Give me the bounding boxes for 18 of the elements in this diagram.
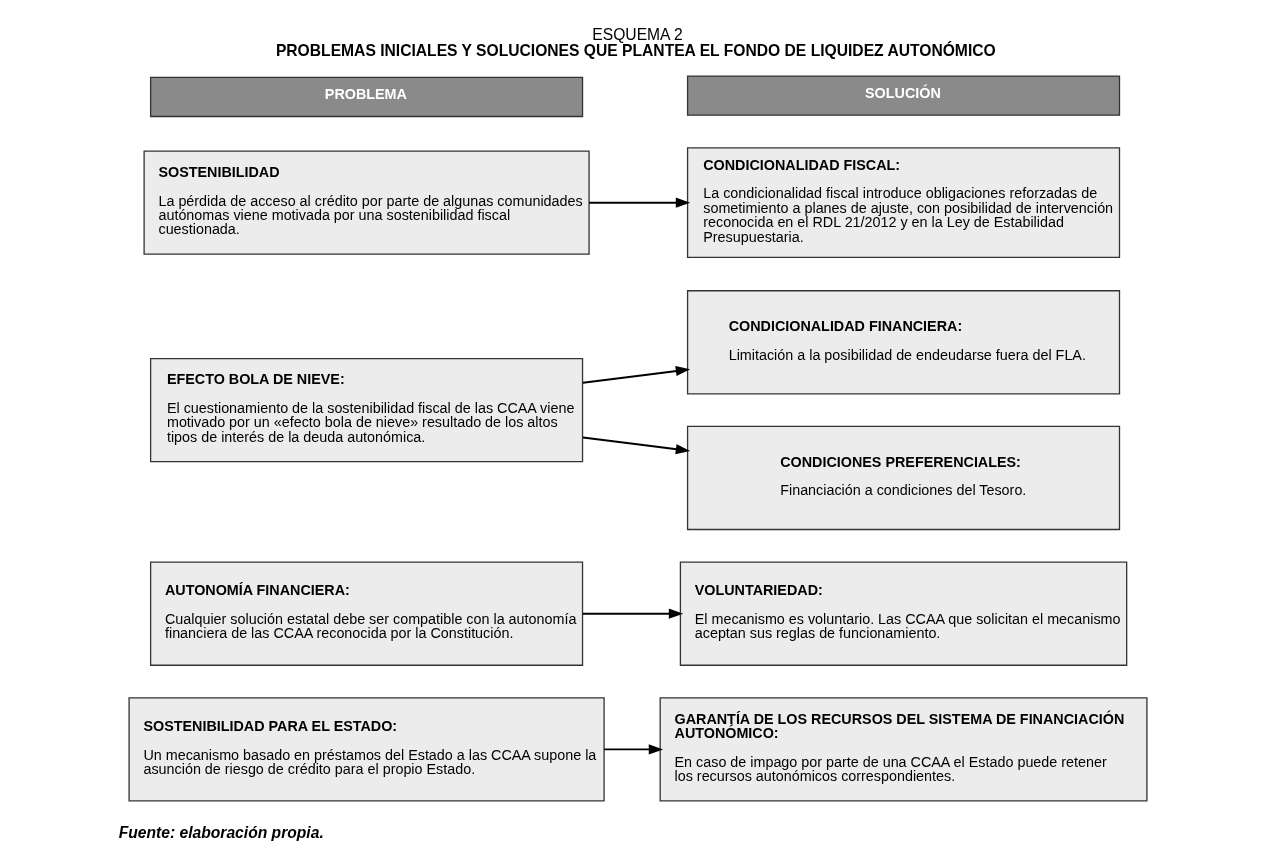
node-box: SOSTENIBILIDAD PARA EL ESTADO: Un mecanismo basado en préstamos del Estado a las CCAA supone la asunción de riesgo de crédito para el propio Estado. <box>128 697 605 802</box>
node-box: CONDICIONES PREFERENCIALES: Financiación a condiciones del Tesoro. <box>686 425 1121 531</box>
arrow <box>581 436 691 455</box>
node-box: PROBLEMA <box>150 76 584 118</box>
arrow <box>588 197 691 208</box>
node-box: VOLUNTARIEDAD: El mecanismo es voluntario. Las CCAA que solicitan el mecanismo aceptan sus reglas de funcionamiento. <box>679 561 1128 666</box>
node-box: GARANTÍA DE LOS RECURSOS DEL SISTEMA DE FINANCIACIÓN AUTONÓMICO: En caso de impago por parte de una CCAA el Estado puede retener los recursos autonómicos correspondientes. <box>659 697 1148 802</box>
node-box: CONDICIONALIDAD FISCAL: La condicionalidad fiscal introduce obligaciones reforzadas de sometimiento a planes de ajuste, con posibilidad de intervención reconocida en el RDL 21/2012 y en la Ley de Estabilidad Presupuestaria. <box>686 147 1121 259</box>
arrow <box>581 366 691 384</box>
node-box: AUTONOMÍA FINANCIERA: Cualquier solución estatal debe ser compatible con la autonomía financiera de las CCAA reconocida por la Constitución. <box>150 561 584 666</box>
diagram-title: ESQUEMA 2 <box>592 26 683 44</box>
node-box: SOLUCIÓN <box>686 75 1121 116</box>
node-box: SOSTENIBILIDAD La pérdida de acceso al crédito por parte de algunas comunidades autónomas viene motivada por una sostenibilidad fiscal cuestionada. <box>143 150 590 255</box>
arrow <box>581 608 684 619</box>
node-box: CONDICIONALIDAD FINANCIERA: Limitación a la posibilidad de endeudarse fuera del FLA. <box>686 290 1121 395</box>
caption: Fuente: elaboración propia. <box>118 823 324 841</box>
node-box: EFECTO BOLA DE NIEVE: El cuestionamiento de la sostenibilidad fiscal de las CCAA viene motivado por un «efecto bola de nieve» resultado de los altos tipos de interés de la deuda autonómica. <box>150 357 584 463</box>
arrow <box>603 744 664 755</box>
